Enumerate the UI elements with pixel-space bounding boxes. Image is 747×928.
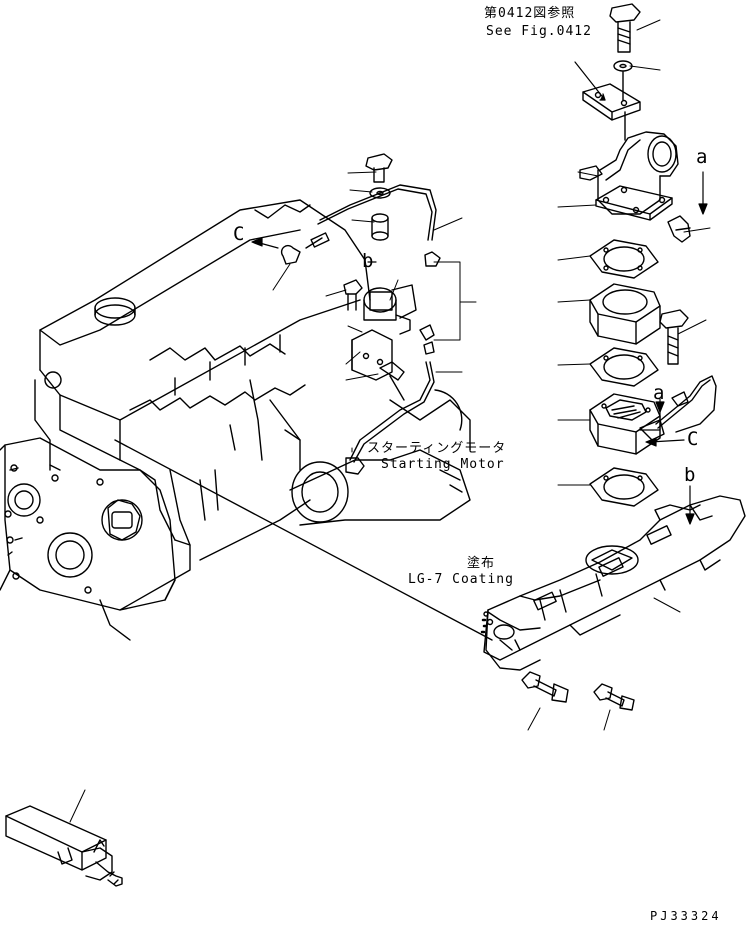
coating-label-jp: 塗布 xyxy=(467,556,496,571)
bolt-icon xyxy=(343,153,405,401)
heater-element-icon xyxy=(589,375,717,455)
starter-label-en: Starting Motor xyxy=(381,457,505,472)
relay-icon xyxy=(351,284,417,381)
coating-dots-icon xyxy=(480,618,488,634)
view-marker-c-left: C xyxy=(233,223,245,245)
gasket-icon xyxy=(589,239,659,279)
cable-icon xyxy=(305,184,437,463)
arrow-icon xyxy=(251,61,708,525)
view-marker-b-center: b xyxy=(362,250,374,272)
intake-manifold-icon xyxy=(483,495,746,671)
leader-lines xyxy=(69,19,711,823)
view-marker-b-manifold: b xyxy=(684,464,696,486)
bracket-icon xyxy=(582,83,641,121)
coating-label-en: LG-7 Coating xyxy=(408,572,514,587)
drawing-code: PJ33324 xyxy=(650,909,722,923)
view-marker-a-lower: a xyxy=(653,382,665,404)
elbow-connector-icon xyxy=(667,215,691,243)
view-marker-c-right: C xyxy=(687,428,699,450)
tool-icon xyxy=(5,805,123,887)
elbow-connector-icon xyxy=(280,232,441,475)
ref-label-en: See Fig.0412 xyxy=(486,24,592,39)
ref-label-jp: 第0412図参照 xyxy=(484,6,576,21)
view-marker-a-top: a xyxy=(696,146,708,168)
bolt-icon xyxy=(659,309,689,365)
spacer-icon xyxy=(589,283,661,345)
bolt-icon xyxy=(521,671,635,711)
starting-motor-icon xyxy=(284,389,471,526)
leader-line xyxy=(114,439,493,641)
bolt-icon xyxy=(609,3,641,101)
gasket-icon xyxy=(589,347,659,387)
engine-block-icon xyxy=(0,199,371,641)
intake-connector-icon xyxy=(579,131,679,221)
starter-label-jp: スターティングモータ xyxy=(367,441,507,456)
gasket-icon xyxy=(589,467,659,507)
